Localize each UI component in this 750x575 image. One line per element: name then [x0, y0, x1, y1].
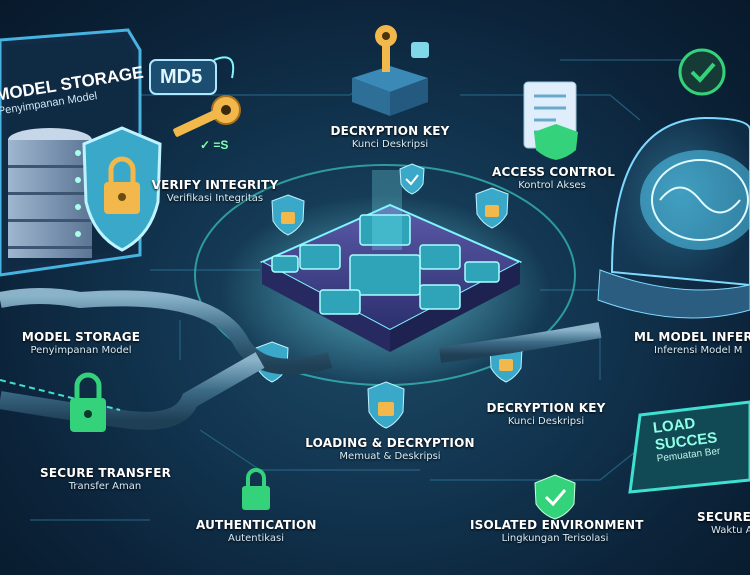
label-loading-decryption: LOADING & DECRYPTION Memuat & Deskripsi [305, 436, 475, 462]
label-ml-model-inference: ML MODEL INFERE Inferensi Model M [634, 330, 750, 356]
label-model-storage: MODEL STORAGE Penyimpanan Model [21, 330, 141, 356]
transfer-lock-icon [70, 372, 106, 432]
label-secure-transfer: SECURE TRANSFER Transfer Aman [40, 466, 172, 492]
pipe-system [0, 288, 602, 430]
md5-key-icon [149, 56, 241, 137]
label-isolated-environment: ISOLATED ENVIRONMENT Lingkungan Terisola… [470, 518, 644, 544]
checksum-text: ✓ =S [200, 138, 229, 152]
label-decryption-key-top: DECRYPTION KEY Kunci Deskripsi [330, 124, 450, 150]
load-success-panel-frame [628, 400, 750, 494]
key-box-icon [352, 25, 429, 116]
brain-dome-icon [597, 48, 750, 319]
label-authentication: AUTHENTICATION Autentikasi [196, 518, 317, 544]
server-stack-icon [8, 128, 92, 258]
central-platform [194, 164, 576, 386]
label-secure-partial: SECURE Waktu A [697, 510, 750, 536]
label-access-control: ACCESS CONTROL Kontrol Akses [492, 165, 616, 191]
isolated-shield-icon [534, 474, 576, 520]
md5-label: MD5 [160, 66, 203, 88]
label-verify-integrity: VERIFY INTEGRITY Verifikasi Integritas [151, 178, 279, 204]
shield-lock-icon [82, 126, 162, 252]
access-document-icon [523, 81, 578, 160]
label-decryption-key-bottom: DECRYPTION KEY Kunci Deskripsi [486, 401, 606, 427]
authentication-lock-icon [242, 468, 270, 510]
